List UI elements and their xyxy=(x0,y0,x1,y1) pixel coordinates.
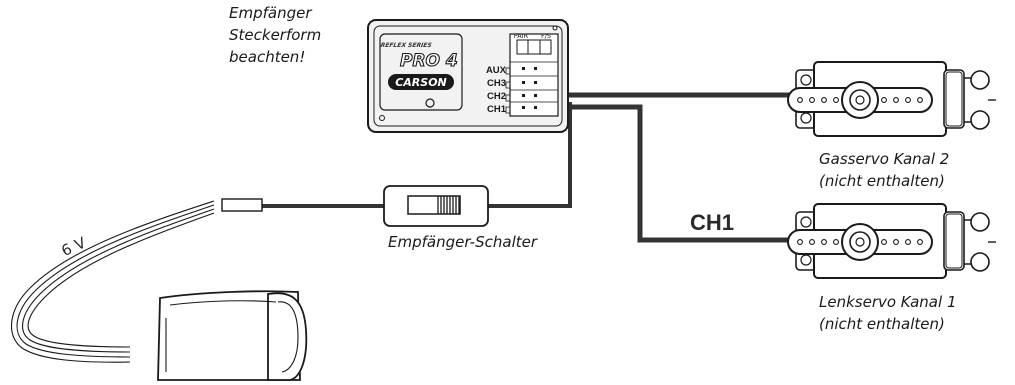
screw-hole-icon xyxy=(379,115,385,121)
header-label-fs: F/S xyxy=(541,32,551,40)
battery-plug xyxy=(221,198,263,212)
header-label-pair: PAIR xyxy=(514,32,529,40)
screw-hole-icon xyxy=(552,25,558,31)
receiver-note-line-2: Steckerform xyxy=(229,26,322,44)
battery-end-cap xyxy=(267,292,308,381)
steering-servo-label-line-1: Lenkservo Kanal 1 xyxy=(819,293,957,311)
receiver-model: PRO 4 xyxy=(400,51,458,71)
steering-servo-label: Lenkservo Kanal 1 (nicht enthalten) xyxy=(819,291,956,335)
receiver xyxy=(367,19,569,133)
switch-slider xyxy=(437,196,460,214)
channel-pins xyxy=(522,67,537,109)
throttle-servo-label: Gasservo Kanal 2 (nicht enthalten) xyxy=(819,148,949,192)
ch1-cable-label: CH1 xyxy=(690,210,735,235)
throttle-servo xyxy=(787,61,996,137)
throttle-servo-label-line-2: (nicht enthalten) xyxy=(819,172,945,190)
receiver-label-plate xyxy=(379,33,463,111)
throttle-servo-label-line-1: Gasservo Kanal 2 xyxy=(819,150,950,168)
switch-label: Empfänger-Schalter xyxy=(388,233,538,251)
cable-ch1-steering xyxy=(550,104,793,243)
receiver-note-line-3: beachten! xyxy=(229,48,306,66)
receiver-texts: REFLEX SERIES PRO 4 CARSON PAIR F/S AUX … xyxy=(380,32,551,115)
receiver-led xyxy=(425,98,435,108)
battery-lead xyxy=(10,200,215,363)
battery-pack xyxy=(157,290,308,381)
steering-servo-label-line-2: (nicht enthalten) xyxy=(819,315,945,333)
receiver-note: Empfänger Steckerform beachten! xyxy=(229,2,321,68)
receiver-series: REFLEX SERIES xyxy=(380,42,432,49)
channel-label-ch2: CH2 xyxy=(487,91,506,102)
receiver-note-line-1: Empfänger xyxy=(229,4,312,22)
switch-body xyxy=(383,185,489,227)
steering-servo xyxy=(787,203,996,279)
channel-label-ch3: CH3 xyxy=(487,78,506,89)
channel-label-aux: AUX xyxy=(486,65,507,76)
channel-label-ch1: CH1 xyxy=(487,104,507,115)
receiver-switch xyxy=(383,185,489,227)
receiver-brand: CARSON xyxy=(395,76,447,89)
pair-fs-pins xyxy=(516,39,552,55)
switch-slot xyxy=(407,195,461,215)
connector-plug xyxy=(221,198,263,212)
brand-badge xyxy=(388,74,454,90)
receiver-inner xyxy=(373,25,563,127)
